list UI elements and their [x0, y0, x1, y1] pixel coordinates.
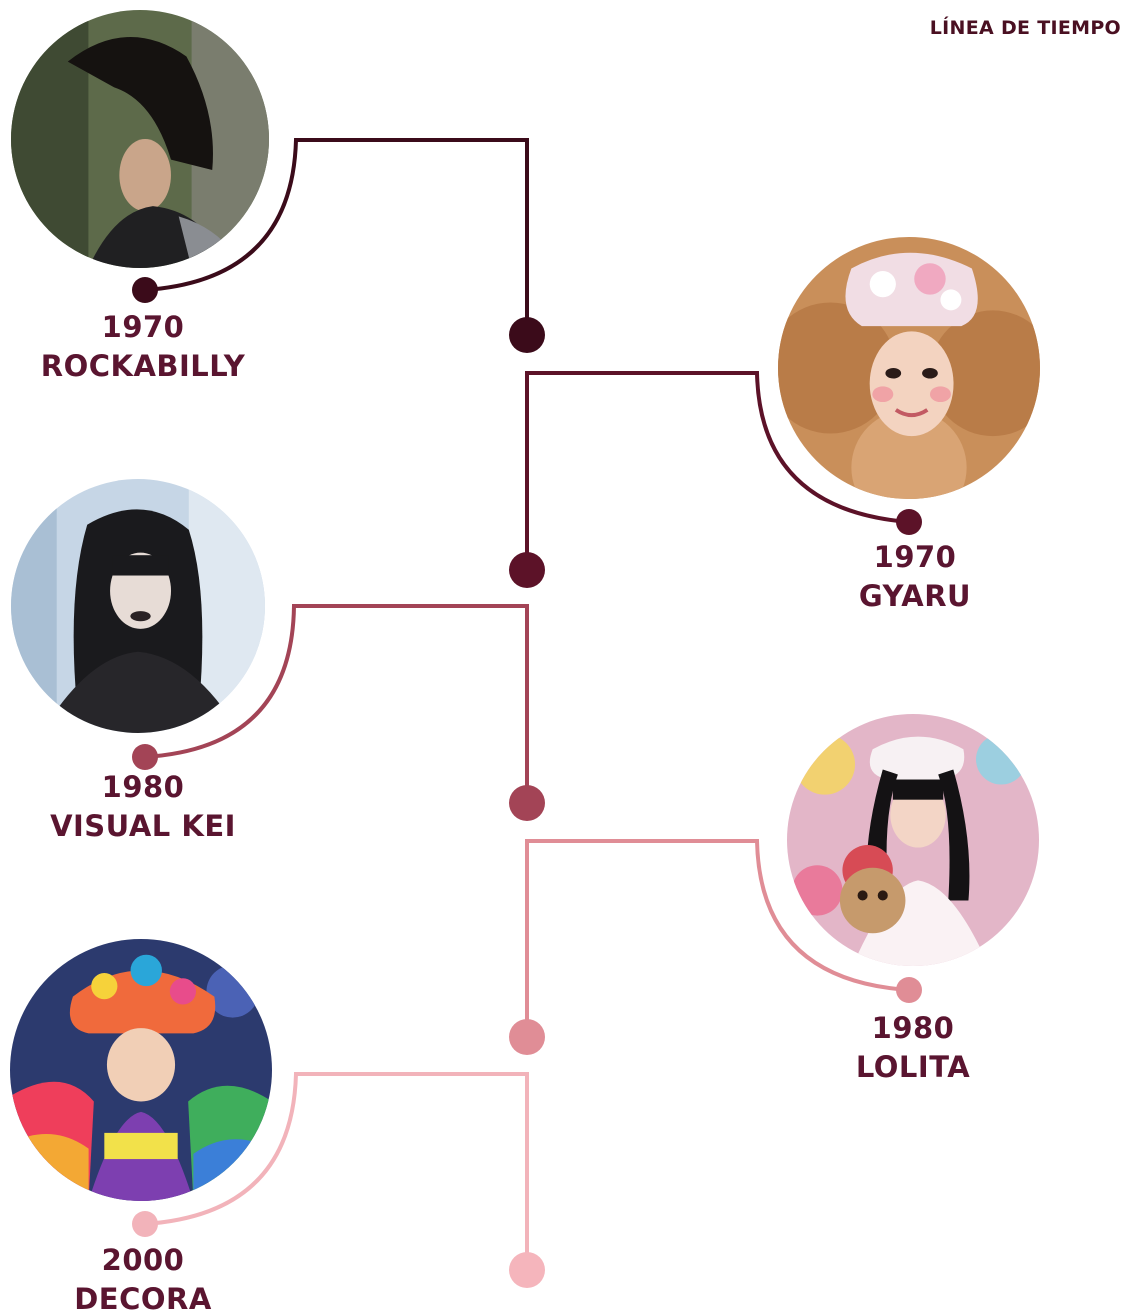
colorful-jacket-portrait-icon: [10, 939, 272, 1201]
name-lolita: LOLITA: [855, 1050, 971, 1084]
year-lolita: 1980: [871, 1011, 955, 1045]
axis-dot-rockabilly: [509, 317, 545, 353]
photo-dot-rockabilly: [132, 277, 158, 303]
axis-dot-gyaru: [509, 552, 545, 588]
label-lolita: 1980 LOLITA: [763, 1009, 1063, 1087]
axis-dot-lolita: [509, 1019, 545, 1055]
name-visual-kei: VISUAL KEI: [50, 809, 236, 843]
dark-hair-portrait-icon: [11, 479, 265, 733]
connector-gyaru: [525, 371, 910, 570]
connector-lolita: [525, 839, 910, 1037]
name-rockabilly: ROCKABILLY: [40, 349, 246, 383]
year-rockabilly: 1970: [101, 310, 185, 344]
photo-dot-gyaru: [896, 509, 922, 535]
photo-dot-visual-kei: [132, 744, 158, 770]
timeline-title: LÍNEA DE TIEMPO: [929, 17, 1121, 39]
photo-dot-decora: [132, 1211, 158, 1237]
mohawk-portrait-icon: [11, 10, 269, 268]
axis-dot-decora: [509, 1252, 545, 1288]
label-rockabilly: 1970 ROCKABILLY: [0, 308, 293, 386]
connector-decora: [144, 1072, 529, 1270]
curly-blonde-portrait-icon: [778, 237, 1040, 499]
name-gyaru: GYARU: [858, 579, 972, 613]
label-gyaru: 1970 GYARU: [765, 538, 1065, 616]
label-decora: 2000 DECORA: [0, 1241, 293, 1313]
year-gyaru: 1970: [873, 540, 957, 574]
year-decora: 2000: [101, 1243, 185, 1277]
year-visual-kei: 1980: [101, 770, 185, 804]
name-decora: DECORA: [74, 1282, 212, 1313]
connector-visual-kei: [144, 604, 529, 803]
bonnet-teddy-portrait-icon: [787, 714, 1039, 966]
label-visual-kei: 1980 VISUAL KEI: [0, 768, 293, 846]
axis-dot-visual-kei: [509, 785, 545, 821]
connector-rockabilly: [144, 138, 529, 335]
photo-dot-lolita: [896, 977, 922, 1003]
